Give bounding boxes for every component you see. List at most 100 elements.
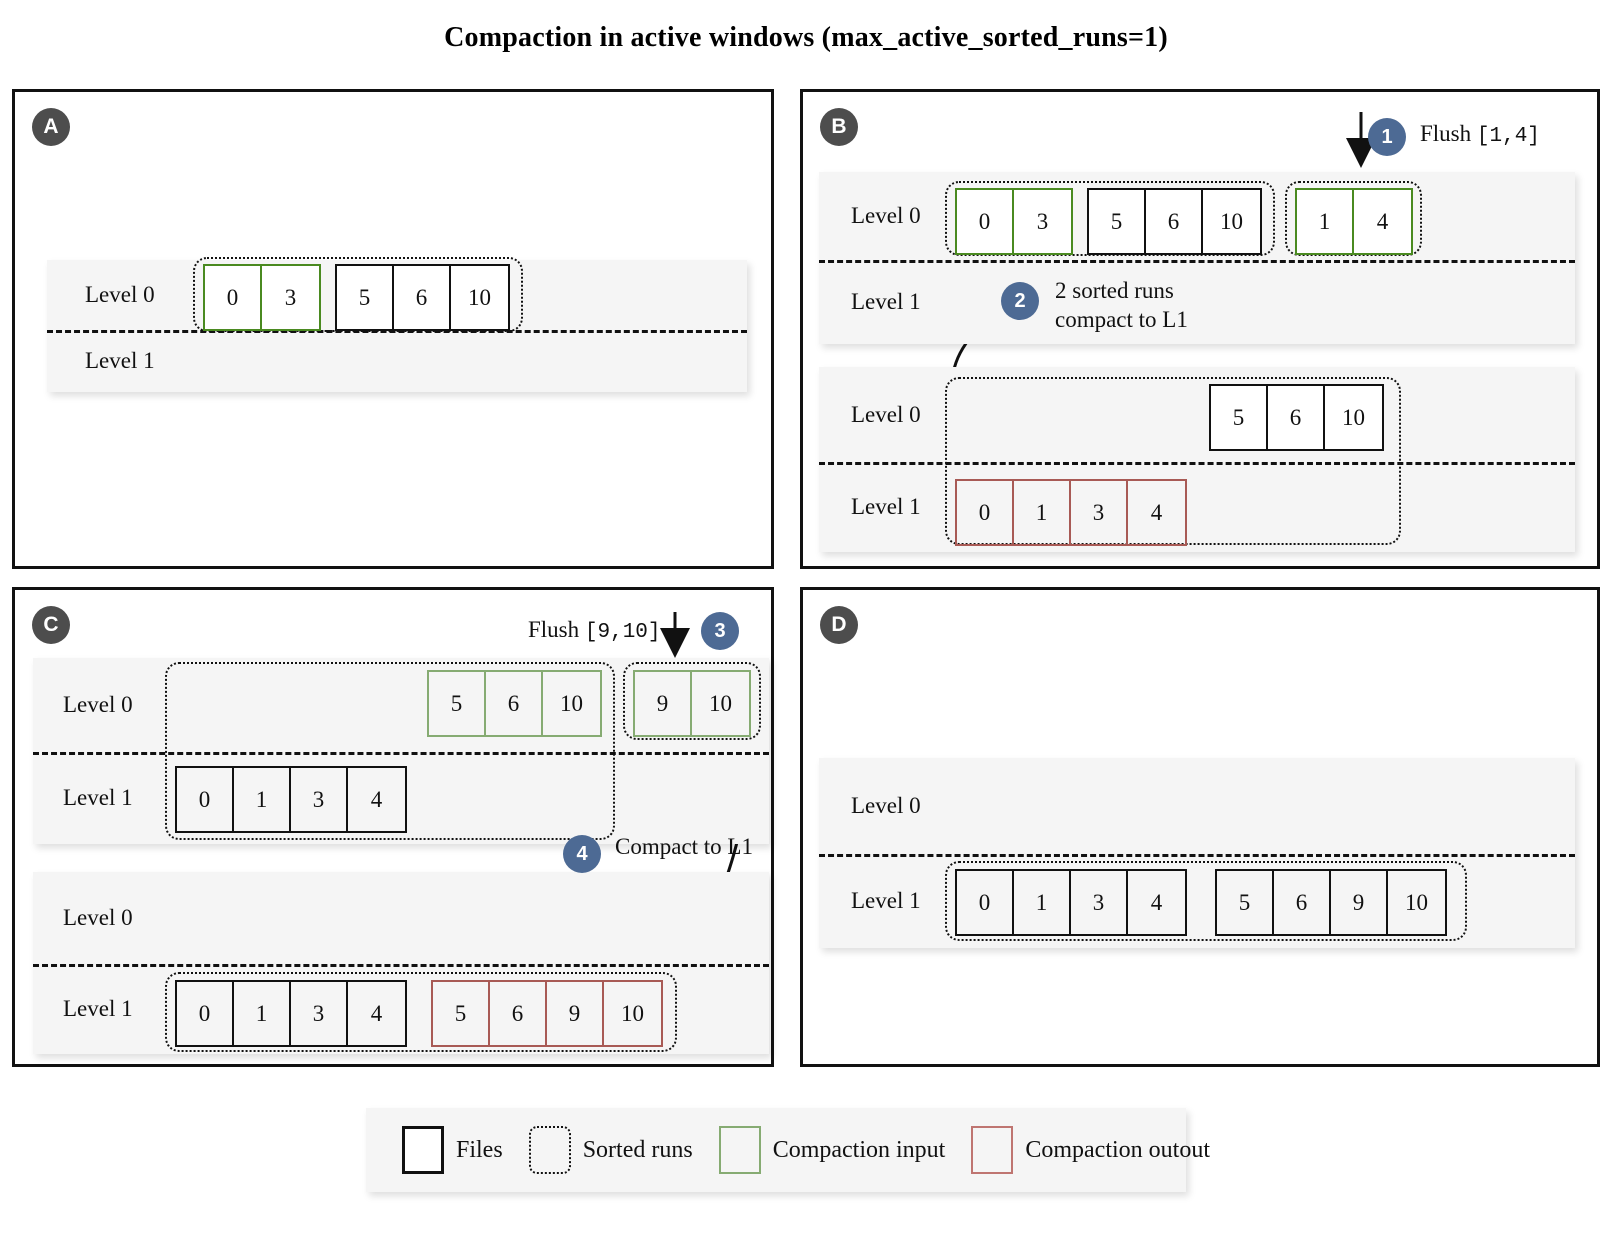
file-cell: 10	[621, 1000, 644, 1026]
file-cell: 9	[1331, 871, 1388, 934]
file-group-black: 0 1 3 4	[955, 869, 1187, 936]
file-group-green: 0 3	[955, 188, 1073, 255]
legend-label: Compaction outout	[1025, 1136, 1210, 1163]
legend-label: Files	[456, 1136, 503, 1163]
file-group-black: 0 1 3 4	[175, 980, 407, 1047]
panel-a: A Level 0 Level 1 0 3 5 6 10	[12, 89, 774, 569]
file-group-red: 0 1 3 4	[955, 479, 1187, 546]
file-group-green: 9 10	[633, 670, 751, 737]
file-cell: 0	[957, 481, 1014, 544]
legend-item-sorted-runs: Sorted runs	[528, 1126, 693, 1174]
file-cell: 10	[468, 284, 491, 310]
step-badge-4: 4	[563, 835, 601, 873]
level-row-1: Level 1	[819, 260, 1575, 344]
file-cell: 4	[1150, 889, 1163, 915]
step-badge-3: 3	[701, 612, 739, 650]
level-block-b2: Level 0 Level 1 5 6 10 0 1 3 4	[819, 367, 1575, 552]
files-swatch-icon	[402, 1126, 444, 1174]
file-cell: 10	[1342, 404, 1365, 430]
legend-item-compaction-input: Compaction input	[718, 1126, 946, 1174]
step-badge-2: 2	[1001, 282, 1039, 320]
file-group-black: 5 6 9 10	[1215, 869, 1447, 936]
level-row-1: Level 1	[819, 462, 1575, 552]
panel-c: C 3 Flush [9,10] Level 0 Level 1 5 6 10	[12, 587, 774, 1067]
step-badge-1: 1	[1368, 118, 1406, 156]
file-group-black: 5 6 10	[1209, 384, 1384, 451]
file-cell: 3	[284, 284, 297, 310]
file-cell: 6	[490, 982, 547, 1045]
file-cell: 6	[1146, 190, 1203, 253]
file-cell: 5	[433, 982, 490, 1045]
panel-d: D Level 0 Level 1 0 1 3 4 5 6 9 10	[800, 587, 1600, 1067]
flush-label-b: Flush [1,4]	[1420, 120, 1540, 150]
file-cell: 0	[177, 768, 234, 831]
legend-item-compaction-output: Compaction outout	[971, 1126, 1210, 1174]
sorted-runs-swatch-icon	[528, 1126, 571, 1174]
file-cell: 0	[177, 982, 234, 1045]
file-cell: 3	[1036, 208, 1049, 234]
compaction-input-swatch-icon	[718, 1126, 761, 1174]
level-block-d1: Level 0 Level 1 0 1 3 4 5 6 9 10	[819, 758, 1575, 948]
level-block-c2: Level 0 Level 1 0 1 3 4 5 6 9 10	[33, 872, 769, 1054]
step4-note: Compact to L1	[615, 834, 753, 859]
page-title: Compaction in active windows (max_active…	[444, 22, 1168, 53]
level-divider	[819, 260, 1575, 263]
file-cell: 6	[1268, 386, 1325, 449]
file-cell: 5	[1089, 190, 1146, 253]
level-row-0: Level 0	[47, 260, 747, 330]
step2-line1: 2 sorted runs	[1055, 278, 1174, 303]
file-cell: 4	[1150, 499, 1163, 525]
file-cell: 6	[486, 672, 543, 735]
file-group-green: 1 4	[1295, 188, 1413, 255]
sorted-run-box	[623, 662, 761, 740]
flush-text: Flush	[528, 617, 580, 642]
file-cell: 1	[234, 982, 291, 1045]
level-block-b1: Level 0 Level 1 0 3 5 6 10 1 4 2 2 sorte…	[819, 172, 1575, 344]
file-group-green: 5 6 10	[427, 670, 602, 737]
file-cell: 4	[370, 1000, 383, 1026]
file-cell: 3	[291, 768, 348, 831]
level-label-1: Level 1	[85, 348, 155, 373]
step2-line2: compact to L1	[1055, 306, 1188, 332]
level-label-1: Level 1	[63, 996, 133, 1021]
level-divider	[33, 752, 769, 755]
level-row-1: Level 1	[33, 752, 769, 844]
file-cell: 5	[337, 266, 394, 329]
level-label-1: Level 1	[63, 785, 133, 810]
legend-label: Compaction input	[772, 1136, 946, 1163]
level-divider	[819, 462, 1575, 465]
panel-badge-d: D	[820, 606, 858, 644]
compaction-output-swatch-icon	[971, 1126, 1014, 1174]
panel-badge-c: C	[32, 606, 70, 644]
file-cell: 6	[1274, 871, 1331, 934]
sorted-run-box	[193, 257, 523, 332]
file-cell: 3	[291, 982, 348, 1045]
sorted-run-box	[165, 662, 615, 840]
file-cell: 3	[1071, 871, 1128, 934]
file-group-green: 0 3	[203, 264, 321, 331]
file-cell: 6	[394, 266, 451, 329]
level-label-0: Level 0	[851, 793, 921, 818]
step2-note: 2 sorted runs compact to L1	[1055, 277, 1188, 335]
level-label-1: Level 1	[851, 289, 921, 314]
level-label-0: Level 0	[851, 401, 921, 427]
panel-badge-b: B	[820, 108, 858, 146]
flush-label-c: Flush [9,10]	[528, 616, 661, 646]
file-cell: 9	[635, 672, 692, 735]
file-cell: 5	[429, 672, 486, 735]
file-cell: 10	[709, 690, 732, 716]
file-cell: 9	[547, 982, 604, 1045]
file-cell: 5	[1211, 386, 1268, 449]
legend: Files Sorted runs Compaction input Compa…	[366, 1108, 1210, 1192]
file-group-black: 5 6 10	[335, 264, 510, 331]
level-label-1: Level 1	[851, 888, 921, 913]
level-label-0: Level 0	[851, 203, 921, 228]
legend-item-files: Files	[402, 1126, 503, 1174]
level-label-0: Level 0	[63, 692, 133, 717]
file-cell: 4	[370, 786, 383, 812]
level-divider	[33, 964, 769, 967]
file-cell: 4	[1376, 208, 1389, 234]
file-cell: 0	[957, 190, 1014, 253]
level-row-1: Level 1	[47, 330, 747, 392]
level-row-0: Level 0	[819, 758, 1575, 854]
